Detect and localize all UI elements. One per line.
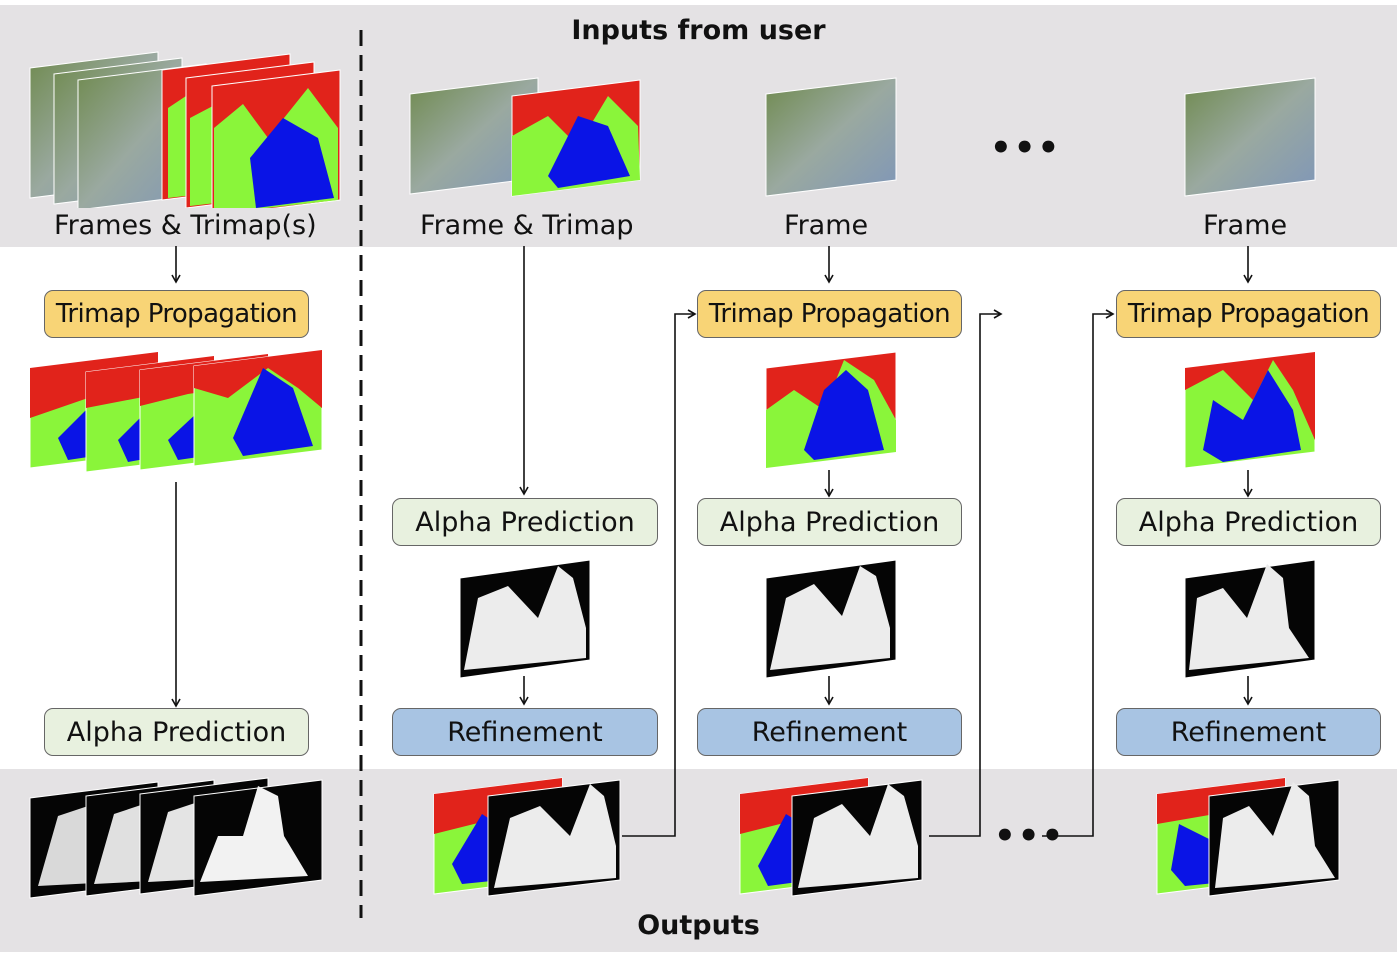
- last-alpha-prediction-box: Alpha Prediction: [1116, 498, 1381, 546]
- first-input-label: Frame & Trimap: [420, 210, 634, 241]
- second-alpha-image: [765, 559, 897, 679]
- first-frame-and-trimap-image: [409, 77, 641, 197]
- first-output-image: [433, 777, 621, 897]
- second-input-label: Frame: [784, 210, 869, 241]
- offline-frames-and-trimaps-image: [29, 51, 341, 208]
- first-alpha-image: [459, 559, 591, 679]
- last-frame-image: [1184, 77, 1316, 197]
- ellipsis-top: •••: [990, 128, 1062, 168]
- last-output-image: [1156, 777, 1340, 897]
- second-alpha-prediction-box: Alpha Prediction: [697, 498, 962, 546]
- offline-alpha-prediction-box: Alpha Prediction: [44, 708, 309, 756]
- offline-propagated-trimaps-image: [29, 349, 323, 472]
- offline-input-label: Frames & Trimap(s): [54, 210, 317, 241]
- inputs-title: Inputs from user: [571, 15, 826, 46]
- last-refinement-box: Refinement: [1116, 708, 1381, 756]
- second-refinement-box: Refinement: [697, 708, 962, 756]
- second-propagated-trimap-image: [765, 351, 897, 469]
- first-refinement-box: Refinement: [392, 708, 658, 756]
- offline-trimap-propagation-box: Trimap Propagation: [44, 290, 309, 338]
- connector-second-to-next: [929, 309, 1003, 837]
- last-input-label: Frame: [1203, 210, 1288, 241]
- offline-output-alphas-image: [29, 777, 323, 899]
- last-propagated-trimap-image: [1184, 351, 1316, 469]
- connector-to-last: [1042, 309, 1115, 837]
- last-trimap-propagation-box: Trimap Propagation: [1116, 290, 1381, 338]
- connector-first-to-second: [622, 309, 697, 837]
- first-alpha-prediction-box: Alpha Prediction: [392, 498, 658, 546]
- ellipsis-bottom: •••: [994, 816, 1066, 856]
- second-output-image: [739, 777, 923, 897]
- second-trimap-propagation-box: Trimap Propagation: [697, 290, 962, 338]
- outputs-title: Outputs: [637, 910, 760, 941]
- second-frame-image: [765, 77, 897, 197]
- last-alpha-image: [1184, 559, 1316, 679]
